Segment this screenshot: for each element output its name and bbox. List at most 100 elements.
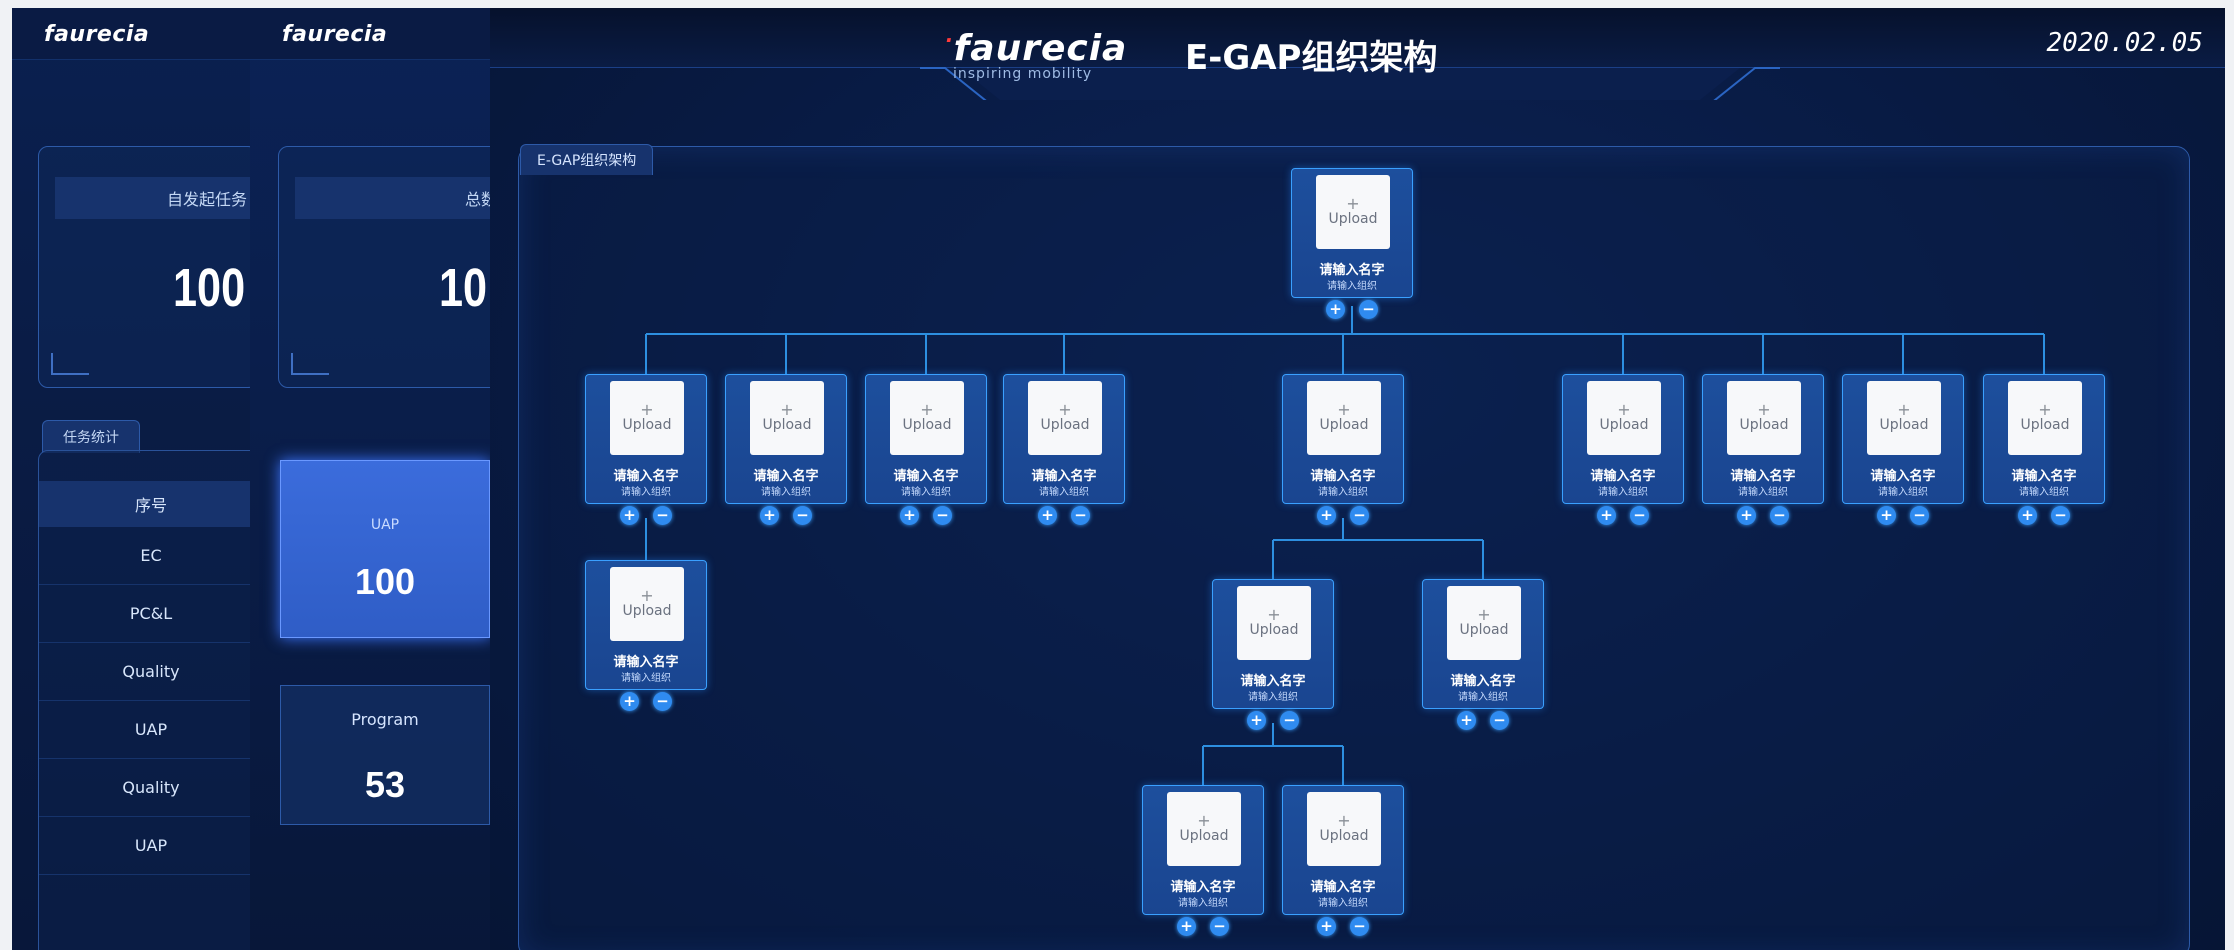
node-name-field[interactable]: 请输入名字: [613, 655, 679, 670]
node-name-field[interactable]: 请输入名字: [1450, 674, 1516, 689]
node-name-field[interactable]: 请输入名字: [1590, 469, 1656, 484]
upload-button[interactable]: +Upload: [890, 381, 964, 455]
node-org-field[interactable]: 请输入组织: [1458, 692, 1508, 703]
node-name-field[interactable]: 请输入名字: [1240, 674, 1306, 689]
remove-node-button[interactable]: −: [1359, 300, 1378, 319]
remove-node-button[interactable]: −: [933, 506, 952, 525]
stat-card-value: 100: [172, 258, 245, 318]
node-name-field[interactable]: 请输入名字: [893, 469, 959, 484]
org-node: +Upload 请输入名字 请输入组织: [865, 374, 987, 504]
remove-node-button[interactable]: −: [1210, 917, 1229, 936]
table-row[interactable]: Quality: [39, 643, 250, 701]
node-org-field[interactable]: 请输入组织: [2019, 487, 2069, 498]
node-name-field[interactable]: 请输入名字: [753, 469, 819, 484]
node-org-field[interactable]: 请输入组织: [621, 673, 671, 684]
add-node-button[interactable]: +: [1177, 917, 1196, 936]
node-org-field[interactable]: 请输入组织: [761, 487, 811, 498]
brand-name: faurecia: [953, 28, 1128, 69]
node-org-field[interactable]: 请输入组织: [1738, 487, 1788, 498]
window-header: [250, 8, 490, 60]
table-row[interactable]: Quality: [39, 759, 250, 817]
add-node-button[interactable]: +: [620, 692, 639, 711]
node-org-field[interactable]: 请输入组织: [1039, 487, 1089, 498]
remove-node-button[interactable]: −: [1280, 711, 1299, 730]
node-actions: + −: [1702, 506, 1824, 525]
node-org-field[interactable]: 请输入组织: [1318, 487, 1368, 498]
node-name-field[interactable]: 请输入名字: [2011, 469, 2077, 484]
node-org-field[interactable]: 请输入组织: [1178, 898, 1228, 909]
add-node-button[interactable]: +: [1457, 711, 1476, 730]
remove-node-button[interactable]: −: [793, 506, 812, 525]
page-title: E-GAP组织架构: [1185, 38, 1438, 78]
node-org-field[interactable]: 请输入组织: [1878, 487, 1928, 498]
upload-button[interactable]: +Upload: [1307, 381, 1381, 455]
node-org-field[interactable]: 请输入组织: [1248, 692, 1298, 703]
table-row[interactable]: EC: [39, 527, 250, 585]
add-node-button[interactable]: +: [1737, 506, 1756, 525]
remove-node-button[interactable]: −: [1350, 917, 1369, 936]
remove-node-button[interactable]: −: [1350, 506, 1369, 525]
upload-button[interactable]: +Upload: [1316, 175, 1390, 249]
table-row[interactable]: UAP: [39, 701, 250, 759]
upload-button[interactable]: +Upload: [1028, 381, 1102, 455]
node-name-field[interactable]: 请输入名字: [1031, 469, 1097, 484]
task-stats-tab[interactable]: 任务统计: [42, 420, 140, 453]
add-node-button[interactable]: +: [620, 506, 639, 525]
add-node-button[interactable]: +: [1317, 917, 1336, 936]
node-org-field[interactable]: 请输入组织: [621, 487, 671, 498]
upload-button[interactable]: +Upload: [2008, 381, 2082, 455]
add-node-button[interactable]: +: [1247, 711, 1266, 730]
remove-node-button[interactable]: −: [1770, 506, 1789, 525]
add-node-button[interactable]: +: [1877, 506, 1896, 525]
upload-button[interactable]: +Upload: [610, 567, 684, 641]
program-card-label: Program: [351, 710, 419, 729]
node-name-field[interactable]: 请输入名字: [613, 469, 679, 484]
node-name-field[interactable]: 请输入名字: [1730, 469, 1796, 484]
node-name-field[interactable]: 请输入名字: [1870, 469, 1936, 484]
org-chart-tab[interactable]: E-GAP组织架构: [520, 144, 654, 175]
remove-node-button[interactable]: −: [1071, 506, 1090, 525]
upload-button[interactable]: +Upload: [1727, 381, 1801, 455]
stat-card-label: 自发起任务: [55, 177, 250, 219]
table-row[interactable]: UAP: [39, 817, 250, 875]
node-name-field[interactable]: 请输入名字: [1170, 880, 1236, 895]
upload-button[interactable]: +Upload: [1867, 381, 1941, 455]
upload-button[interactable]: +Upload: [1307, 792, 1381, 866]
window-edge: [2225, 0, 2234, 950]
upload-button[interactable]: +Upload: [1237, 586, 1311, 660]
node-org-field[interactable]: 请输入组织: [1598, 487, 1648, 498]
add-node-button[interactable]: +: [2018, 506, 2037, 525]
upload-label: Upload: [1739, 417, 1789, 433]
upload-button[interactable]: +Upload: [1587, 381, 1661, 455]
uap-card[interactable]: UAP 100: [280, 460, 490, 638]
add-node-button[interactable]: +: [760, 506, 779, 525]
uap-card-value: 100: [354, 561, 416, 602]
node-org-field[interactable]: 请输入组织: [1327, 281, 1377, 292]
node-name-field[interactable]: 请输入名字: [1319, 263, 1385, 278]
upload-label: Upload: [1328, 211, 1378, 227]
add-node-button[interactable]: +: [1326, 300, 1345, 319]
add-node-button[interactable]: +: [1597, 506, 1616, 525]
upload-button[interactable]: +Upload: [750, 381, 824, 455]
remove-node-button[interactable]: −: [653, 692, 672, 711]
node-name-field[interactable]: 请输入名字: [1310, 469, 1376, 484]
remove-node-button[interactable]: −: [653, 506, 672, 525]
upload-button[interactable]: +Upload: [1167, 792, 1241, 866]
remove-node-button[interactable]: −: [1910, 506, 1929, 525]
upload-button[interactable]: +Upload: [1447, 586, 1521, 660]
remove-node-button[interactable]: −: [2051, 506, 2070, 525]
node-name-field[interactable]: 请输入名字: [1310, 880, 1376, 895]
node-org-field[interactable]: 请输入组织: [1318, 898, 1368, 909]
faurecia-logo: faurecia: [282, 22, 388, 47]
remove-node-button[interactable]: −: [1630, 506, 1649, 525]
table-row[interactable]: PC&L: [39, 585, 250, 643]
add-node-button[interactable]: +: [1317, 506, 1336, 525]
program-card[interactable]: Program 53: [280, 685, 490, 825]
add-node-button[interactable]: +: [1038, 506, 1057, 525]
background-window-1: faurecia 自发起任务 100 任务统计 序号 EC PC&L Quali…: [0, 0, 250, 950]
plus-icon: +: [1337, 811, 1351, 830]
remove-node-button[interactable]: −: [1490, 711, 1509, 730]
upload-button[interactable]: +Upload: [610, 381, 684, 455]
add-node-button[interactable]: +: [900, 506, 919, 525]
node-org-field[interactable]: 请输入组织: [901, 487, 951, 498]
